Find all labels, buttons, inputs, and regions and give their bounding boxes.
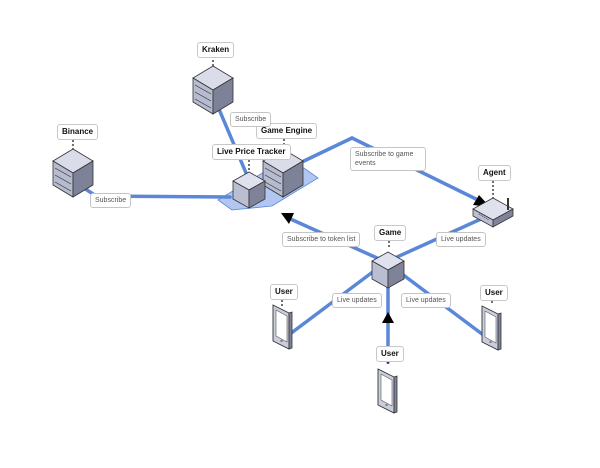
node-title-binance: Binance	[57, 124, 99, 140]
edge-label-kraken-subscribe: Subscribe	[230, 112, 272, 127]
arrowhead-to-tracker	[281, 213, 294, 224]
edge-label-right-live-updates: Live updates	[401, 293, 451, 308]
smartphone-icon[interactable]	[377, 368, 398, 414]
node-title-game: Game	[374, 225, 407, 241]
node-title-user-left: User	[270, 284, 298, 300]
node-title-user-right: User	[480, 285, 508, 301]
router-icon[interactable]	[472, 197, 514, 228]
arrowhead-to-game	[382, 312, 394, 323]
edge-label-subscribe-token-list: Subscribe to token list	[282, 232, 361, 247]
node-title-kraken: Kraken	[197, 42, 235, 58]
server-stack-icon[interactable]	[192, 65, 234, 115]
node-title-agent: Agent	[478, 165, 511, 181]
node-title-game-engine: Game Engine	[256, 123, 318, 139]
edge-label-subscribe-game-events: Subscribe to game events	[350, 147, 426, 171]
smartphone-icon[interactable]	[481, 305, 502, 351]
node-title-user-bottom: User	[376, 346, 404, 362]
edge-label-agent-live-updates: Live updates	[436, 232, 486, 247]
smartphone-icon[interactable]	[272, 304, 293, 350]
node-title-live-price-tracker: Live Price Tracker	[212, 144, 291, 160]
edge-label-binance-subscribe: Subscribe	[90, 193, 132, 208]
edge-label-left-live-updates: Live updates	[332, 293, 382, 308]
